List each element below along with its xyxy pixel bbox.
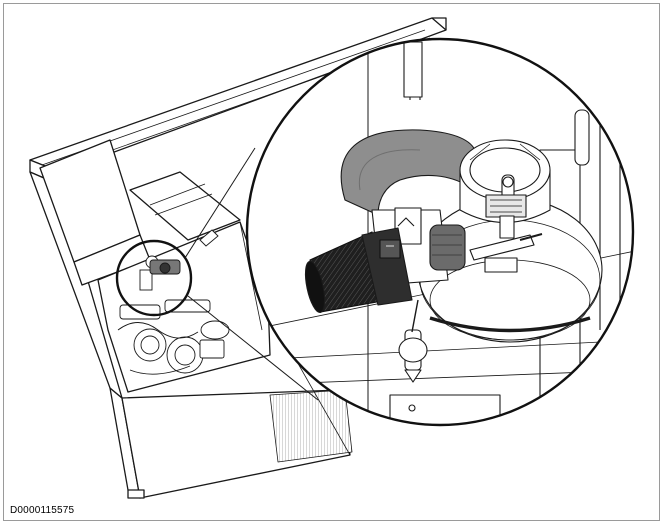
fan-motor-icon bbox=[459, 139, 551, 239]
callout-leader-top bbox=[184, 147, 256, 259]
detail-callout-circle bbox=[115, 239, 193, 317]
document-id: D0000115575 bbox=[10, 505, 75, 516]
magnified-detail-view bbox=[245, 37, 635, 427]
air-filter-icon bbox=[304, 227, 413, 314]
callout-leader-bottom bbox=[187, 295, 319, 401]
